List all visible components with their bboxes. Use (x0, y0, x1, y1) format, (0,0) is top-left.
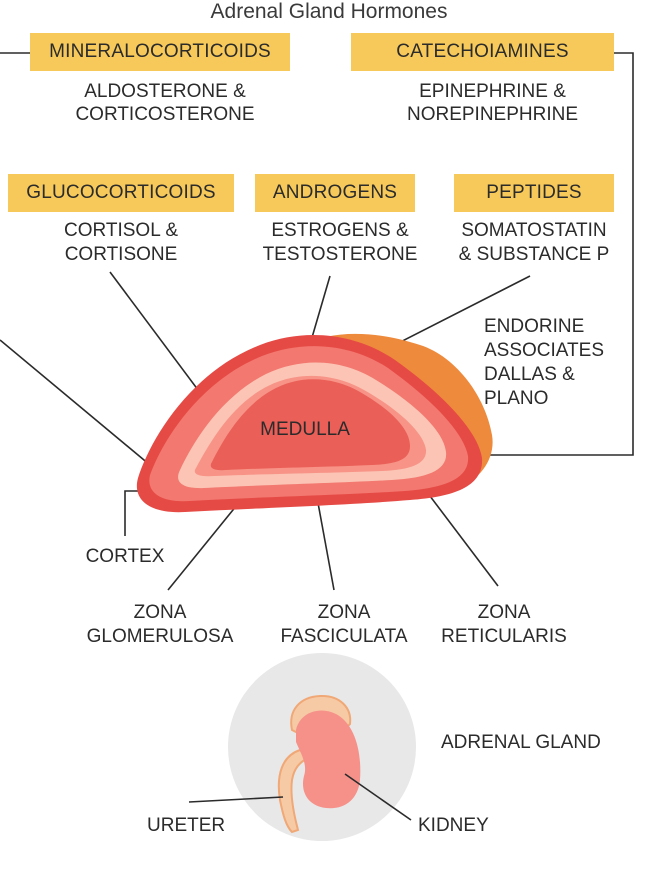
watermark-line4: PLANO (484, 388, 549, 409)
mineralocorticoids-examples-line1: ALDOSTERONE & (84, 81, 246, 102)
cortex-label: CORTEX (85, 546, 165, 567)
kidney-illustration (188, 653, 416, 841)
glucocorticoids-examples-line1: CORTISOL & (63, 220, 179, 241)
zona-glomerulosa-label-line2: GLOMERULOSA (86, 626, 234, 647)
badge-glucocorticoids: GLUCOCORTICOIDS (8, 174, 234, 212)
watermark-line1: ENDORINE (484, 316, 585, 337)
zona-reticularis-label-line1: ZONA (477, 602, 531, 623)
badge-mineralocorticoids: MINERALOCORTICOIDS (30, 33, 290, 71)
ureter-label: URETER (147, 815, 226, 836)
badge-catecholamines: CATECHOIAMINES (351, 33, 614, 71)
adrenal-gland-label: ADRENAL GLAND (441, 732, 601, 753)
androgens-examples-line2: TESTOSTERONE (262, 244, 418, 265)
diagram-title: Adrenal Gland Hormones (210, 0, 448, 23)
zona-glomerulosa-pointer (167, 504, 238, 591)
kidney-pointer (344, 773, 412, 821)
medulla-region (210, 379, 410, 471)
watermark-line2: ASSOCIATES (484, 340, 605, 361)
badge-androgens: ANDROGENS (255, 174, 415, 212)
zona-glomerulosa-label-line1: ZONA (133, 602, 187, 623)
adrenal-gland-section (136, 333, 493, 513)
ureter-pointer (188, 796, 284, 803)
catecholamines-examples-line1: EPINEPHRINE & (419, 81, 566, 102)
ureter-shape (277, 748, 310, 834)
kidney-shape (296, 710, 361, 809)
androgens-examples-line1: ESTROGENS & (271, 220, 409, 241)
catecholamines-examples-line2: NOREPINEPHRINE (406, 104, 579, 125)
mineralocorticoids-pointer (0, 339, 151, 466)
glucocorticoids-examples-line2: CORTISONE (64, 244, 178, 265)
mineralocorticoids-examples-line2: CORTICOSTERONE (75, 104, 255, 125)
badge-peptides: PEPTIDES (454, 174, 614, 212)
peptides-examples-line1: SOMATOSTATIN (461, 220, 607, 241)
medulla-label: MEDULLA (260, 419, 350, 440)
catecholamines-connector (392, 52, 634, 456)
peptides-examples-line2: & SUBSTANCE P (458, 244, 610, 265)
zona-reticularis-label-line2: RETICULARIS (441, 626, 567, 647)
watermark-line3: DALLAS & (484, 364, 575, 385)
zona-fasciculata-label-line2: FASCICULATA (280, 626, 408, 647)
zona-fasciculata-label-line1: ZONA (317, 602, 371, 623)
zona-fasciculata-pointer (315, 491, 335, 591)
kidney-label: KIDNEY (418, 815, 489, 836)
